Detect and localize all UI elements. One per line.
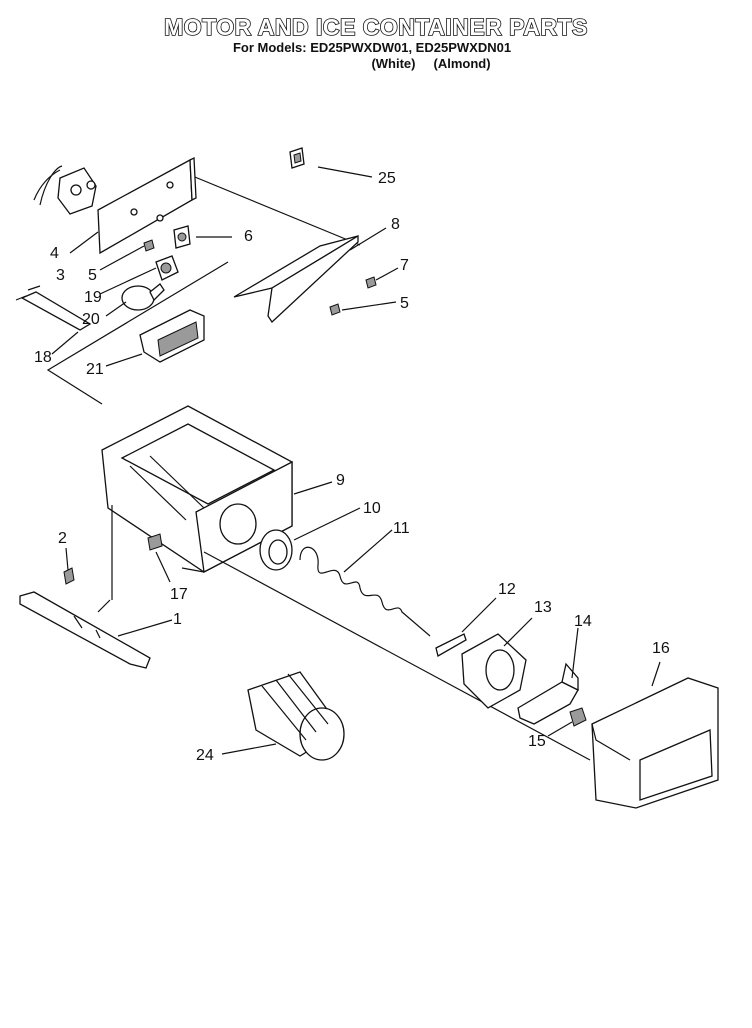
leader-lines bbox=[51, 166, 661, 755]
screw-part-5-lower bbox=[329, 303, 341, 316]
axis-line bbox=[203, 551, 591, 761]
ice-container-housing-part-9 bbox=[101, 405, 293, 574]
callout-24: 24 bbox=[196, 747, 214, 764]
light-bulb-part-20 bbox=[121, 283, 165, 311]
motor-bracket-part-3 bbox=[97, 156, 197, 255]
callout-5-upper: 5 bbox=[88, 267, 97, 284]
callout-10: 10 bbox=[363, 500, 381, 517]
auger-part-11 bbox=[299, 546, 431, 637]
callout-15: 15 bbox=[528, 733, 546, 750]
diagram-header: MOTOR AND ICE CONTAINER PARTS For Models… bbox=[0, 13, 752, 72]
nut-part-15 bbox=[569, 707, 587, 727]
motor-cover-part-8 bbox=[233, 234, 359, 323]
wire-harness-part-18 bbox=[15, 285, 92, 331]
crusher-housing-part-13 bbox=[461, 633, 527, 709]
callout-5-lower: 5 bbox=[400, 295, 409, 312]
variant-white: (White) bbox=[371, 56, 416, 71]
variant-labels: (White) (Almond) bbox=[110, 56, 752, 72]
callout-16: 16 bbox=[652, 640, 670, 657]
drive-bucket-part-24 bbox=[247, 671, 345, 761]
guide-line bbox=[189, 174, 361, 246]
mounting-rail-part-1 bbox=[19, 591, 151, 669]
lamp-socket-part-19 bbox=[155, 255, 179, 281]
callout-4: 4 bbox=[50, 245, 59, 262]
callout-14: 14 bbox=[574, 613, 592, 630]
guide-line bbox=[181, 567, 205, 573]
lamp-cover-part-21 bbox=[139, 309, 205, 363]
front-cover-part-16 bbox=[591, 677, 719, 809]
screw-part-5-upper bbox=[143, 239, 155, 252]
callout-13: 13 bbox=[534, 599, 552, 616]
callout-21: 21 bbox=[86, 361, 104, 378]
callout-18: 18 bbox=[34, 349, 52, 366]
callout-7: 7 bbox=[400, 257, 409, 274]
callout-20: 20 bbox=[82, 311, 100, 328]
guide-line bbox=[97, 505, 113, 613]
variant-almond: (Almond) bbox=[433, 56, 491, 71]
callout-9: 9 bbox=[336, 472, 345, 489]
callout-2: 2 bbox=[58, 530, 67, 547]
diagram-title: MOTOR AND ICE CONTAINER PARTS bbox=[163, 13, 588, 41]
bearing-part-10 bbox=[259, 529, 293, 571]
callout-17: 17 bbox=[170, 586, 188, 603]
callout-11: 11 bbox=[393, 520, 410, 537]
callout-8: 8 bbox=[391, 216, 400, 233]
grommet-part-6 bbox=[173, 225, 191, 249]
callout-6: 6 bbox=[244, 228, 253, 245]
screw-part-17 bbox=[147, 533, 163, 551]
clip-part-25 bbox=[289, 147, 305, 169]
bracket-part-14 bbox=[517, 662, 579, 725]
screw-part-7 bbox=[365, 276, 377, 289]
blade-part-12 bbox=[435, 633, 467, 657]
callout-25: 25 bbox=[378, 170, 396, 187]
guide-line bbox=[46, 261, 229, 405]
callout-1: 1 bbox=[173, 611, 182, 628]
motor-part-4 bbox=[33, 165, 97, 215]
screw-part-2 bbox=[63, 567, 75, 585]
models-label: For Models: ED25PWXDW01, ED25PWXDN01 bbox=[232, 40, 512, 55]
callout-3: 3 bbox=[56, 267, 65, 284]
callout-19: 19 bbox=[84, 289, 102, 306]
callout-12: 12 bbox=[498, 581, 516, 598]
